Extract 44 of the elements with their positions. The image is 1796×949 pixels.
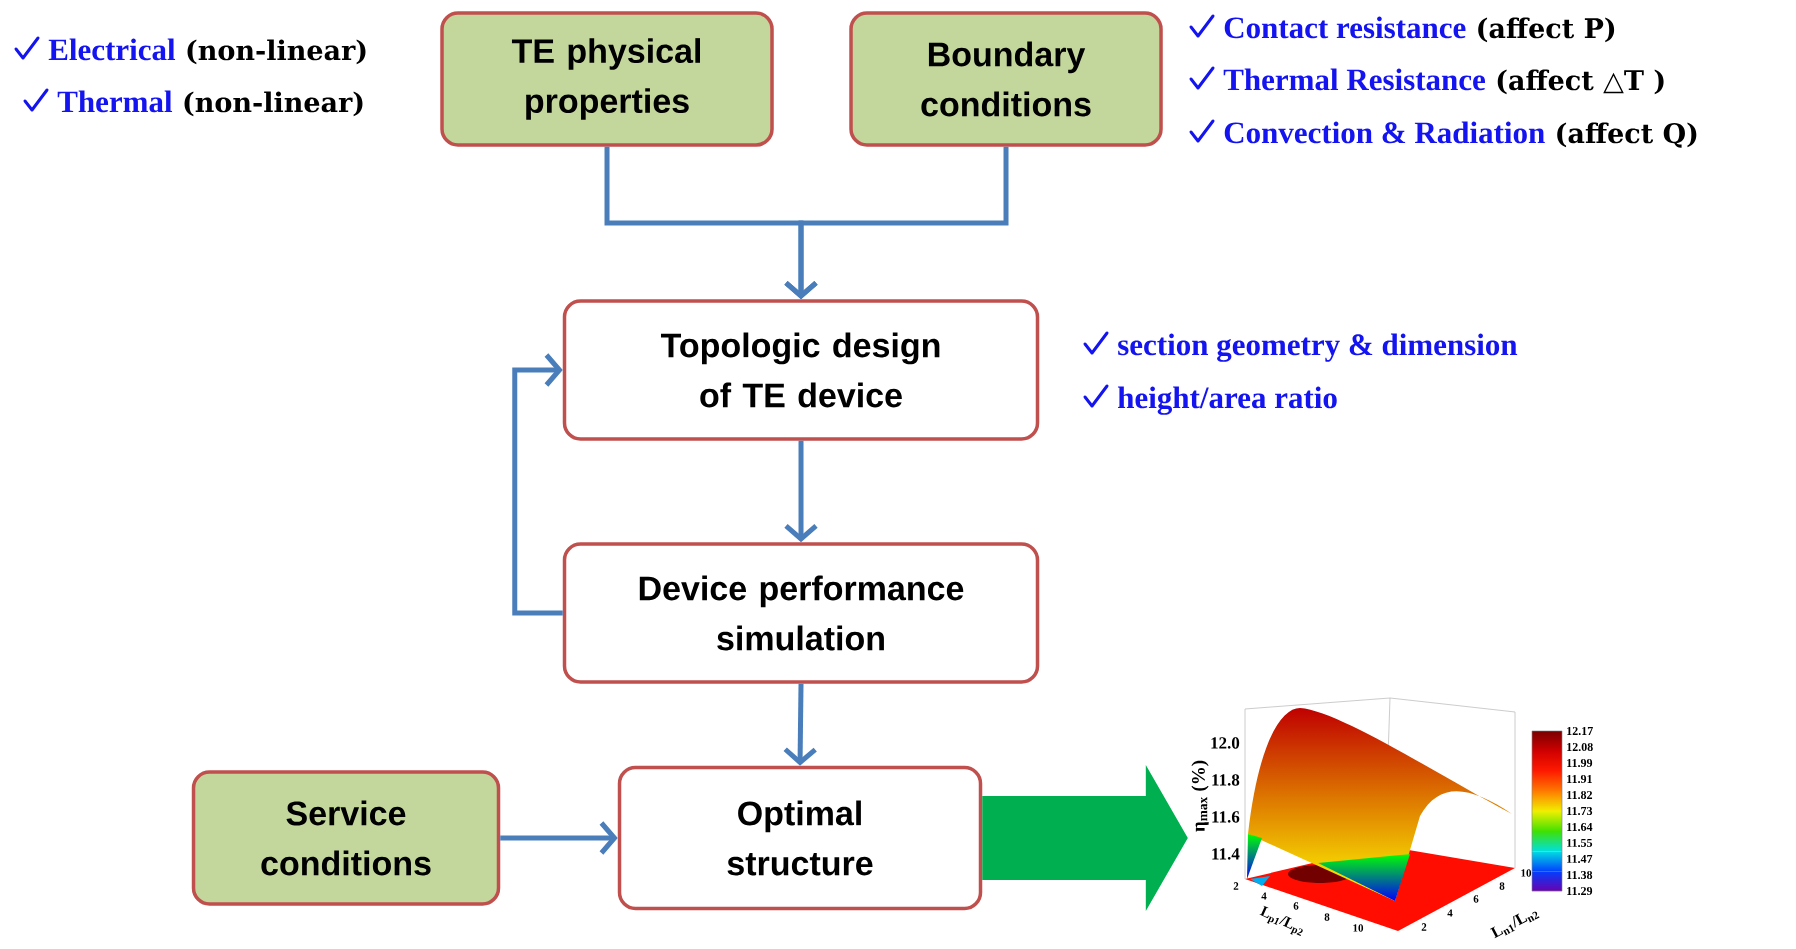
colorbar-label: 11.91 xyxy=(1567,774,1592,784)
input-box: TE physical properties xyxy=(440,11,774,147)
item-label: height/area ratio xyxy=(1118,386,1337,415)
process-box: Topologic design of TE device xyxy=(562,299,1040,441)
surface-plot-drawing xyxy=(1191,697,1593,939)
axis-title: L$_{n1}$/L$_{n2}$ xyxy=(1489,911,1540,939)
axis-tick-label: 4 xyxy=(1261,892,1267,900)
item-label: Contact resistance xyxy=(1224,16,1466,39)
colorbar-label: 11.82 xyxy=(1567,790,1593,800)
input-box: Service conditions xyxy=(191,770,501,906)
colorbar-label: 11.38 xyxy=(1567,870,1593,880)
effect-note: (non-linear) xyxy=(187,39,366,65)
item-label: section geometry & dimension xyxy=(1118,333,1518,362)
item-label: Convection & Radiation xyxy=(1224,121,1545,144)
axis-title: η$_{max}$ (%) xyxy=(1191,760,1209,832)
colorbar-label: 11.55 xyxy=(1567,838,1593,848)
arrow xyxy=(784,440,818,543)
effect-note: (affect △T ) xyxy=(1497,69,1664,95)
axis-tick-label: 2 xyxy=(1421,923,1427,931)
axis-tick-label: 8 xyxy=(1499,882,1505,890)
arrow xyxy=(784,146,1009,300)
colorbar-label: 12.08 xyxy=(1567,742,1593,752)
arrow xyxy=(500,821,618,855)
item-label: Electrical xyxy=(48,38,176,61)
colorbar-label: 11.29 xyxy=(1567,886,1593,896)
colorbar-label: 11.73 xyxy=(1567,806,1593,816)
axis-tick-label: 8 xyxy=(1324,913,1330,921)
axis-tick-label: 6 xyxy=(1473,895,1479,903)
effect-note: (affect P) xyxy=(1478,17,1615,43)
process-box: Optimal structure xyxy=(617,765,983,911)
colorbar-label: 12.17 xyxy=(1567,726,1593,736)
colorbar-label: 11.64 xyxy=(1567,822,1593,832)
item-label: Thermal xyxy=(57,90,173,113)
colorbar-label: 11.47 xyxy=(1567,854,1593,864)
effect-note: (affect Q) xyxy=(1557,122,1697,148)
colorbar-label: 11.99 xyxy=(1567,758,1593,768)
input-box: Boundary conditions xyxy=(849,11,1163,147)
process-box: Device performance simulation xyxy=(562,542,1040,684)
arrow xyxy=(783,683,817,766)
effect-note: (non-linear) xyxy=(184,91,363,117)
block-arrow xyxy=(982,765,1188,911)
arrow xyxy=(512,353,563,616)
item-label: Thermal Resistance xyxy=(1223,68,1485,91)
axis-tick-label: 10 xyxy=(1353,924,1364,932)
